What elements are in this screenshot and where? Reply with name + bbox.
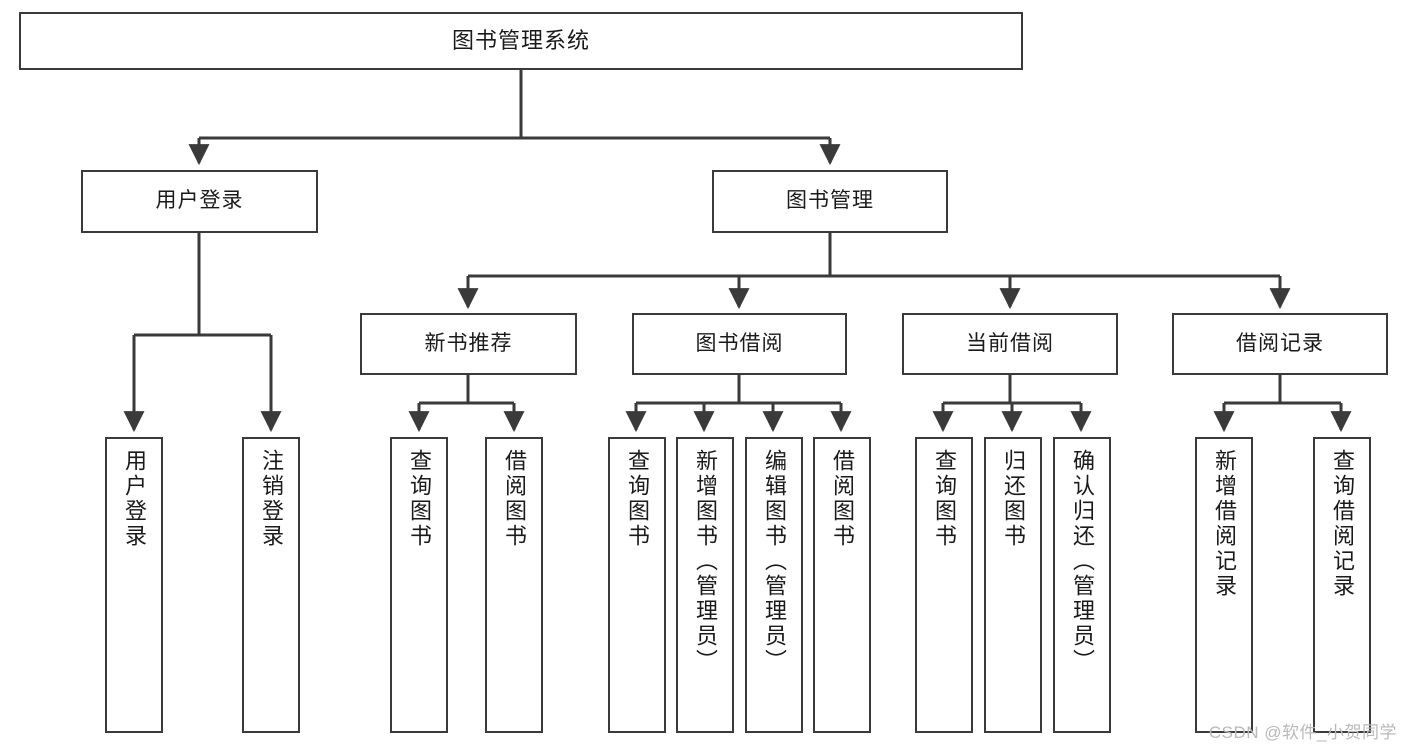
node-borrow-record[interactable]: 借阅记录 (1172, 313, 1388, 375)
node-label: 归还图书 (1001, 449, 1026, 549)
watermark-text: CSDN @软件_小贺同学 (1208, 723, 1397, 742)
node-label: 查询图书 (625, 449, 650, 549)
node-label: 查询借阅记录 (1330, 449, 1355, 599)
node-label: 新书推荐 (424, 331, 513, 355)
node-label: 用户登录 (155, 189, 244, 213)
node-user-login[interactable]: 用户登录 (81, 170, 318, 233)
node-current-borrow[interactable]: 当前借阅 (902, 313, 1118, 375)
leaf-user-login-logout[interactable]: 注销登录 (242, 437, 300, 733)
node-label: 图书管理系统 (451, 28, 590, 54)
node-label: 新增图书（管理员） (693, 449, 718, 674)
node-label: 用户登录 (122, 449, 147, 549)
leaf-book-borrow-add[interactable]: 新增图书（管理员） (676, 437, 734, 733)
leaf-current-borrow-return[interactable]: 归还图书 (984, 437, 1042, 733)
node-label: 新增借阅记录 (1212, 449, 1237, 599)
node-label: 查询图书 (407, 449, 432, 549)
node-label: 编辑图书（管理员） (762, 449, 787, 674)
leaf-current-borrow-confirm-return[interactable]: 确认归还（管理员） (1053, 437, 1111, 733)
node-book-borrow[interactable]: 图书借阅 (632, 313, 847, 375)
leaf-book-borrow-query[interactable]: 查询图书 (608, 437, 666, 733)
leaf-current-borrow-query[interactable]: 查询图书 (915, 437, 973, 733)
leaf-book-borrow-edit[interactable]: 编辑图书（管理员） (745, 437, 803, 733)
leaf-new-book-borrow[interactable]: 借阅图书 (485, 437, 543, 733)
node-label: 注销登录 (259, 449, 284, 549)
node-label: 借阅图书 (830, 449, 855, 549)
node-label: 查询图书 (932, 449, 957, 549)
node-label: 当前借阅 (966, 331, 1054, 355)
node-label: 图书管理 (786, 189, 874, 213)
node-label: 确认归还（管理员） (1070, 449, 1095, 674)
node-label: 借阅图书 (502, 449, 527, 549)
node-label: 借阅记录 (1236, 331, 1324, 355)
node-new-book-recommend[interactable]: 新书推荐 (360, 313, 577, 375)
node-book-management[interactable]: 图书管理 (712, 170, 948, 233)
leaf-book-borrow-borrow[interactable]: 借阅图书 (813, 437, 871, 733)
node-label: 图书借阅 (695, 331, 784, 355)
leaf-borrow-record-query[interactable]: 查询借阅记录 (1313, 437, 1371, 733)
leaf-user-login-login[interactable]: 用户登录 (105, 437, 163, 733)
node-root-book-management-system[interactable]: 图书管理系统 (19, 12, 1023, 70)
leaf-borrow-record-add[interactable]: 新增借阅记录 (1195, 437, 1253, 733)
leaf-new-book-query[interactable]: 查询图书 (390, 437, 448, 733)
